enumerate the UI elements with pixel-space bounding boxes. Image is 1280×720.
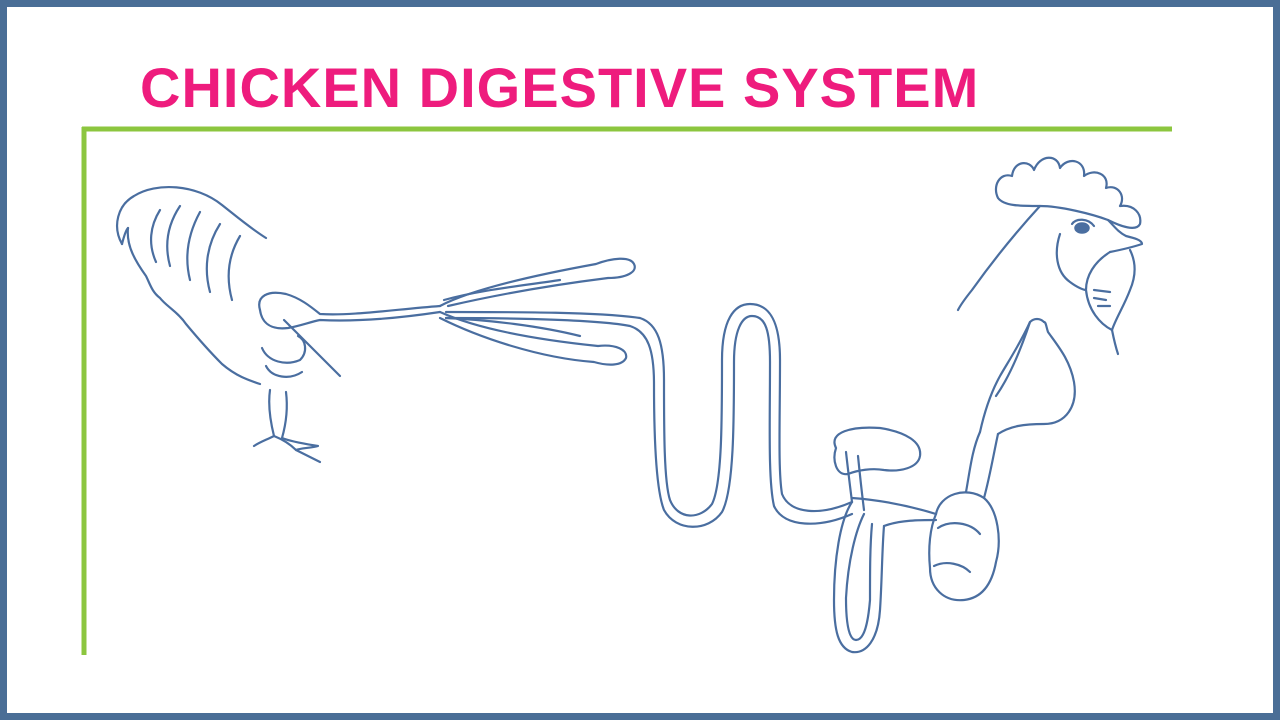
- green-bracket-lines: [81, 126, 1172, 655]
- rooster-head: [956, 156, 1144, 356]
- rooster-rear-body: [116, 185, 268, 386]
- rooster-leg: [252, 334, 322, 464]
- line-drawing: [116, 156, 1144, 654]
- page-title: CHICKEN DIGESTIVE SYSTEM: [140, 56, 980, 119]
- gizzard: [928, 430, 1000, 602]
- rooster-eye-icon: [1074, 222, 1090, 234]
- crop-and-esophagus: [978, 317, 1076, 436]
- small-intestine: [444, 302, 854, 528]
- cloaca-and-caeca: [258, 257, 636, 378]
- duodenum-and-pancreas: [832, 426, 938, 654]
